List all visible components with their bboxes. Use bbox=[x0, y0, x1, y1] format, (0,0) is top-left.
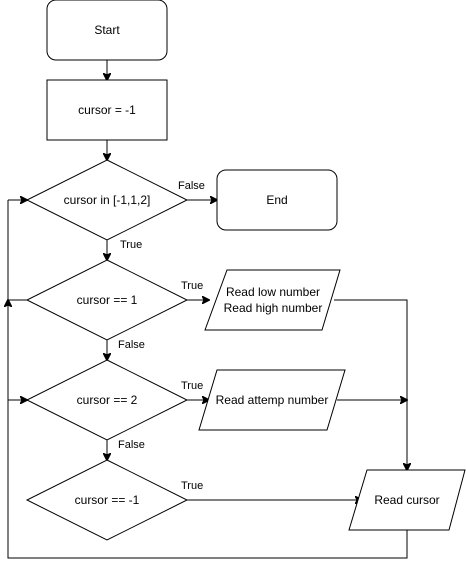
label-false-end: False bbox=[178, 180, 205, 192]
label-true-read-low: True bbox=[181, 280, 203, 292]
read-low-high-io-node: Read low number Read high number bbox=[204, 269, 341, 331]
label-true-check1: True bbox=[120, 239, 142, 251]
edge-read-cursor-loop-back bbox=[7, 400, 408, 559]
end-label: End bbox=[266, 193, 287, 207]
read-attempt-io-node: Read attemp number bbox=[198, 369, 346, 431]
start-label: Start bbox=[94, 23, 120, 37]
check-1-label: cursor == 1 bbox=[77, 293, 138, 307]
label-false-checkneg1: False bbox=[118, 439, 145, 451]
check-1-decision: cursor == 1 bbox=[25, 259, 189, 341]
edge-labels: False True True False True False True bbox=[118, 180, 205, 492]
start-node: Start bbox=[46, 0, 168, 61]
read-attempt-label: Read attemp number bbox=[216, 393, 329, 407]
check-in-decision: cursor in [-1,1,2] bbox=[25, 159, 189, 241]
check-neg1-decision: cursor == -1 bbox=[25, 459, 189, 541]
check-2-label: cursor == 2 bbox=[77, 393, 138, 407]
label-true-read-attempt: True bbox=[181, 380, 203, 392]
edge-read-low-to-read-cursor bbox=[334, 299, 407, 470]
label-false-check2: False bbox=[118, 339, 145, 351]
read-cursor-label: Read cursor bbox=[374, 493, 439, 507]
check-in-label: cursor in [-1,1,2] bbox=[64, 193, 151, 207]
init-process-node: cursor = -1 bbox=[46, 79, 168, 141]
edges bbox=[7, 60, 408, 559]
end-node: End bbox=[216, 169, 338, 231]
check-neg1-label: cursor == -1 bbox=[75, 493, 140, 507]
read-cursor-io-node: Read cursor bbox=[348, 469, 466, 531]
read-low-label: Read low number bbox=[226, 285, 320, 299]
read-high-label: Read high number bbox=[224, 301, 323, 315]
label-true-read-cursor: True bbox=[181, 480, 203, 492]
init-label: cursor = -1 bbox=[78, 103, 136, 117]
check-2-decision: cursor == 2 bbox=[25, 359, 189, 441]
